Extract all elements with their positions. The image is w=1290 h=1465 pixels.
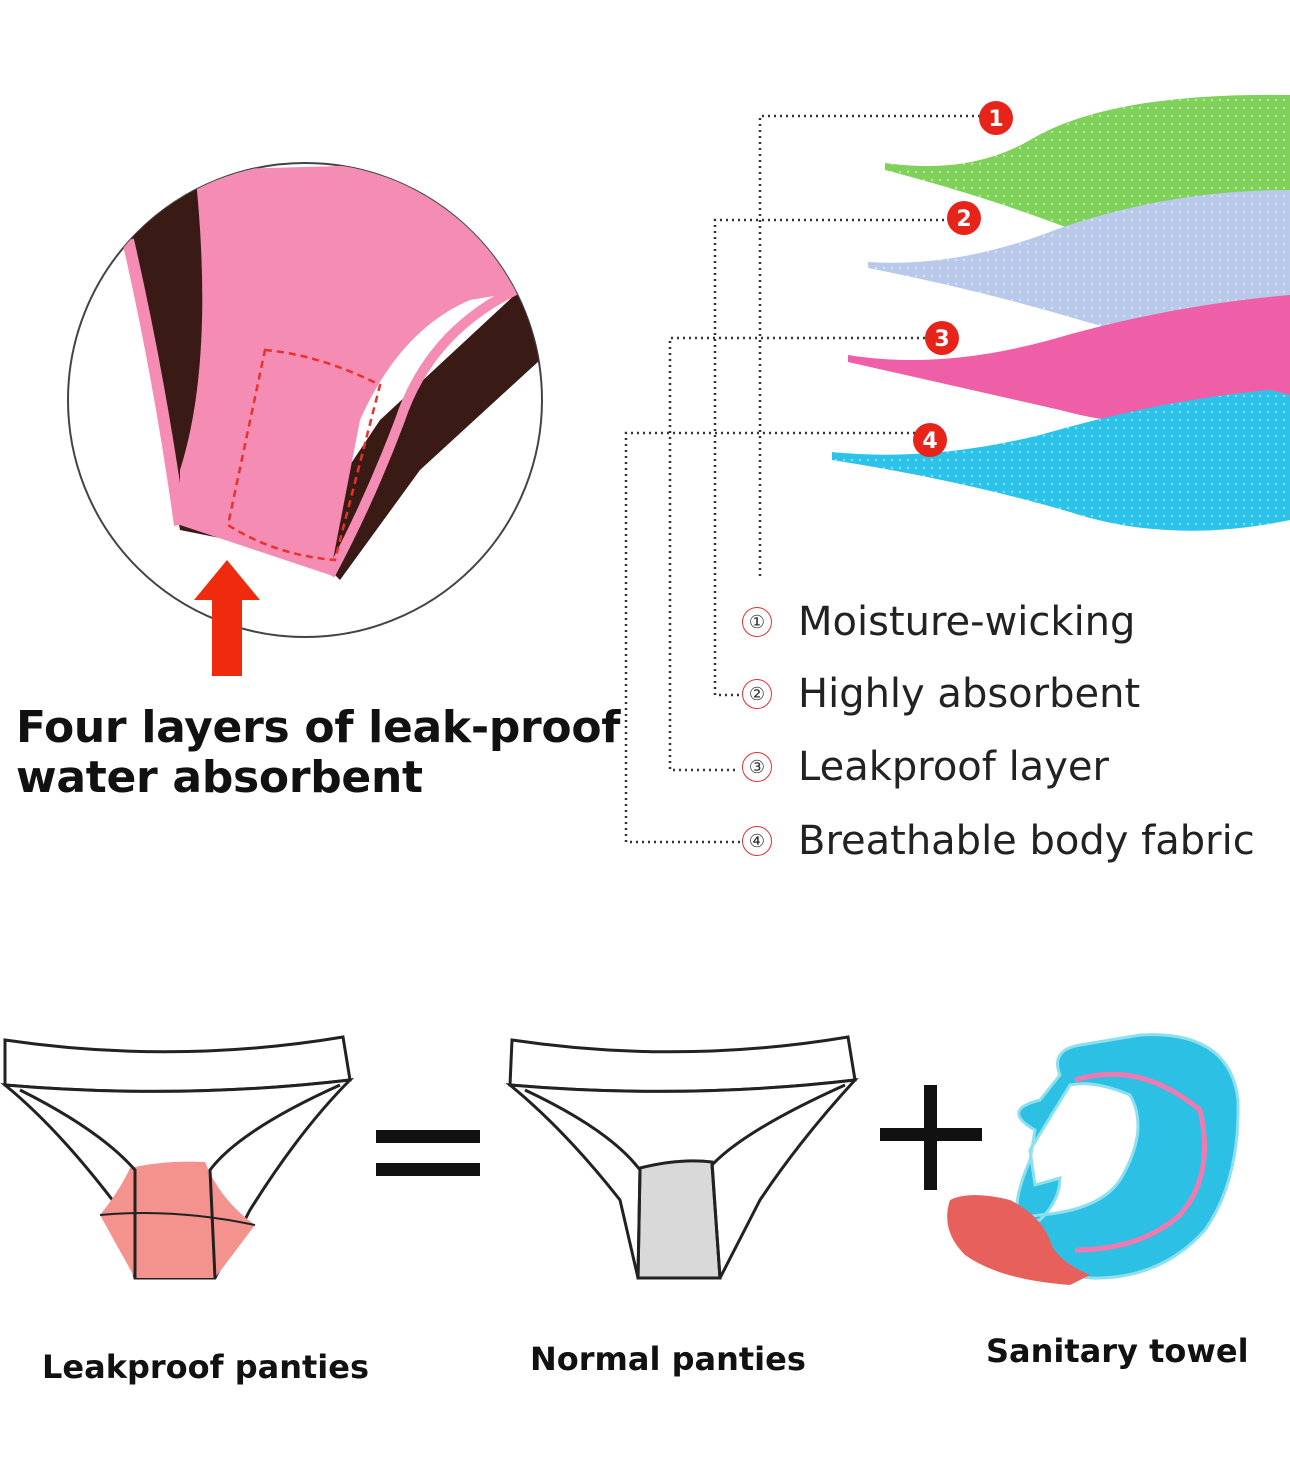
caption-sanitary-towel: Sanitary towel: [986, 1332, 1249, 1370]
legend-number-1: ①: [742, 607, 772, 637]
headline-line-1: Four layers of leak-proof: [16, 702, 621, 753]
badge-3: 3: [925, 321, 959, 355]
legend-number-4: ④: [742, 826, 772, 856]
layer-stack: [832, 94, 1290, 531]
legend-item-4: ④ Breathable body fabric: [742, 818, 1255, 864]
legend-item-2: ② Highly absorbent: [742, 671, 1140, 717]
legend-label-highly-absorbent: Highly absorbent: [798, 671, 1141, 717]
leakproof-panties-drawing: [0, 1035, 355, 1280]
badge-2: 2: [947, 201, 981, 235]
normal-panties-drawing: [505, 1035, 859, 1280]
legend-label-breathable-body-fabric: Breathable body fabric: [798, 818, 1255, 864]
plus-icon: [880, 1085, 982, 1190]
equals-icon: [376, 1130, 480, 1176]
legend-label-leakproof-layer: Leakproof layer: [798, 744, 1109, 790]
towel-pad: [947, 1195, 1090, 1285]
zoom-circle: [67, 162, 543, 638]
svg-text:1: 1: [988, 107, 1003, 132]
svg-text:2: 2: [956, 207, 971, 232]
headline: Four layers of leak-proof water absorben…: [16, 703, 620, 803]
gusset-stitch: [226, 348, 382, 562]
leader-lines: [624, 114, 980, 844]
caption-normal-panties: Normal panties: [530, 1340, 806, 1378]
caption-leakproof-panties: Leakproof panties: [42, 1348, 369, 1386]
up-arrow-icon: [194, 560, 260, 676]
badge-4: 4: [913, 423, 947, 457]
svg-text:4: 4: [922, 429, 937, 454]
legend-number-3: ③: [742, 752, 772, 782]
legend-number-2: ②: [742, 679, 772, 709]
panty-body: [180, 163, 542, 575]
legend-item-1: ① Moisture-wicking: [742, 599, 1135, 645]
layer-sheet-3: [848, 295, 1290, 425]
svg-text:3: 3: [934, 327, 949, 352]
sanitary-towel-drawing: [947, 1033, 1240, 1285]
legend-item-3: ③ Leakproof layer: [742, 744, 1109, 790]
headline-line-2: water absorbent: [16, 752, 423, 803]
legend-label-moisture-wicking: Moisture-wicking: [798, 599, 1136, 645]
badge-1: 1: [979, 101, 1013, 135]
